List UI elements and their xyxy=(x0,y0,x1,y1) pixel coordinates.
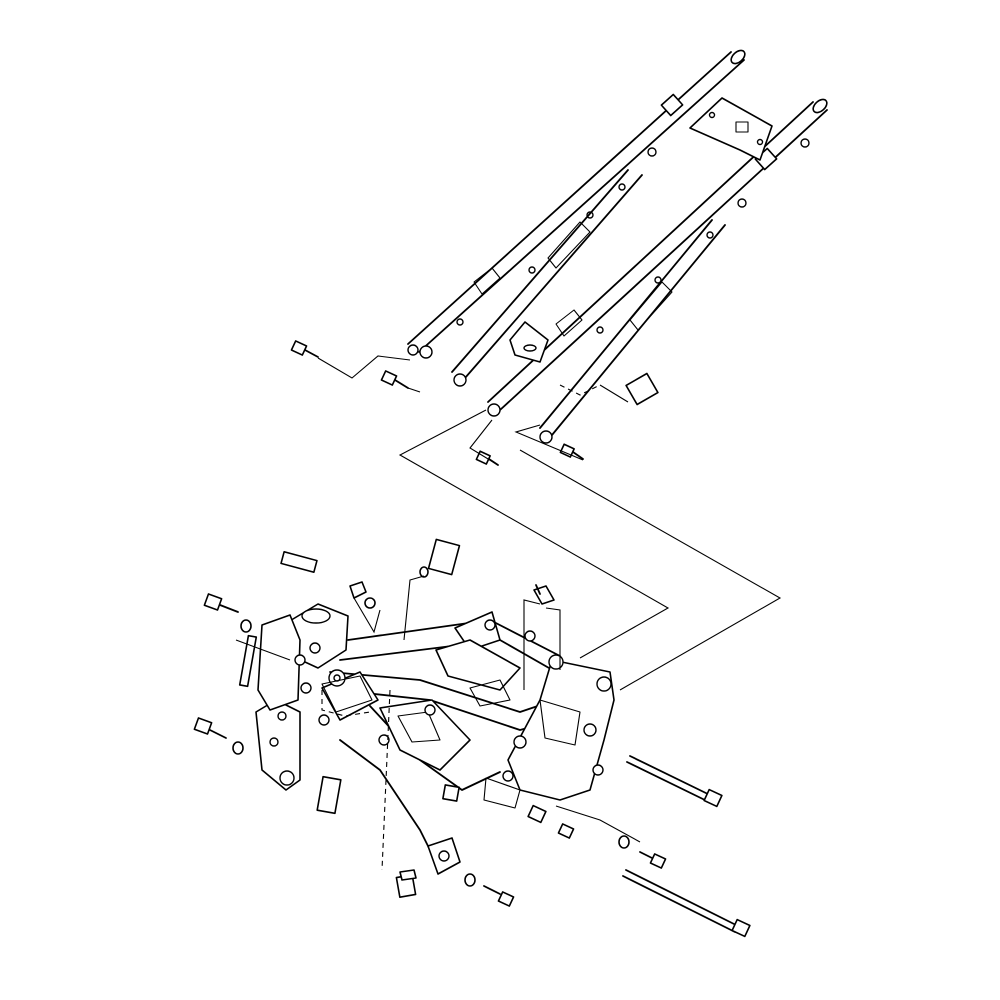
bolt-pivot-top xyxy=(533,584,555,605)
bolt-subframe-upper-left xyxy=(290,340,319,358)
bolt-subframe-lower-left xyxy=(380,370,409,389)
assembly-leader-lines xyxy=(398,409,782,691)
bolt-engine-side xyxy=(464,873,515,907)
steering-head xyxy=(255,603,349,791)
right-upper-rail xyxy=(487,98,828,417)
bolt-subframe-lower-right xyxy=(559,443,584,460)
nut-top xyxy=(349,566,429,609)
washer-top xyxy=(364,597,376,609)
washer-front-lower xyxy=(232,741,244,755)
long-bolt-pivot-lower xyxy=(622,869,751,938)
washer-front-upper xyxy=(240,619,252,633)
pivot-section xyxy=(483,630,615,809)
right-lower-strut xyxy=(539,219,726,444)
washer-engine-side xyxy=(464,873,476,887)
frame-fasteners xyxy=(193,566,751,938)
rear-subframe xyxy=(407,49,828,444)
mid-cross-bracket xyxy=(509,321,549,363)
label-tag-subframe xyxy=(625,372,659,406)
long-bolt-pivot-upper xyxy=(626,755,723,808)
nut-top-small xyxy=(419,566,429,578)
label-tag-frame-left xyxy=(280,551,318,573)
bolt-mid-mount xyxy=(442,784,575,839)
bolt-engine-mount xyxy=(395,869,417,899)
down-tube xyxy=(318,699,501,875)
top-cross-plate xyxy=(689,97,773,161)
label-tag-frame-top xyxy=(427,538,461,576)
main-frame xyxy=(238,538,615,875)
frame-window xyxy=(321,675,373,713)
bolt-front-upper xyxy=(203,593,252,633)
left-upper-rail xyxy=(407,49,746,359)
left-lower-strut xyxy=(451,169,643,387)
label-tag-frame-bottom xyxy=(316,775,342,815)
washer-pivot-side xyxy=(618,835,630,849)
subframe-fasteners xyxy=(290,340,629,466)
label-tag-frame-side xyxy=(238,634,258,688)
bolt-front-lower xyxy=(193,717,244,755)
bolt-pivot-side xyxy=(618,835,667,869)
